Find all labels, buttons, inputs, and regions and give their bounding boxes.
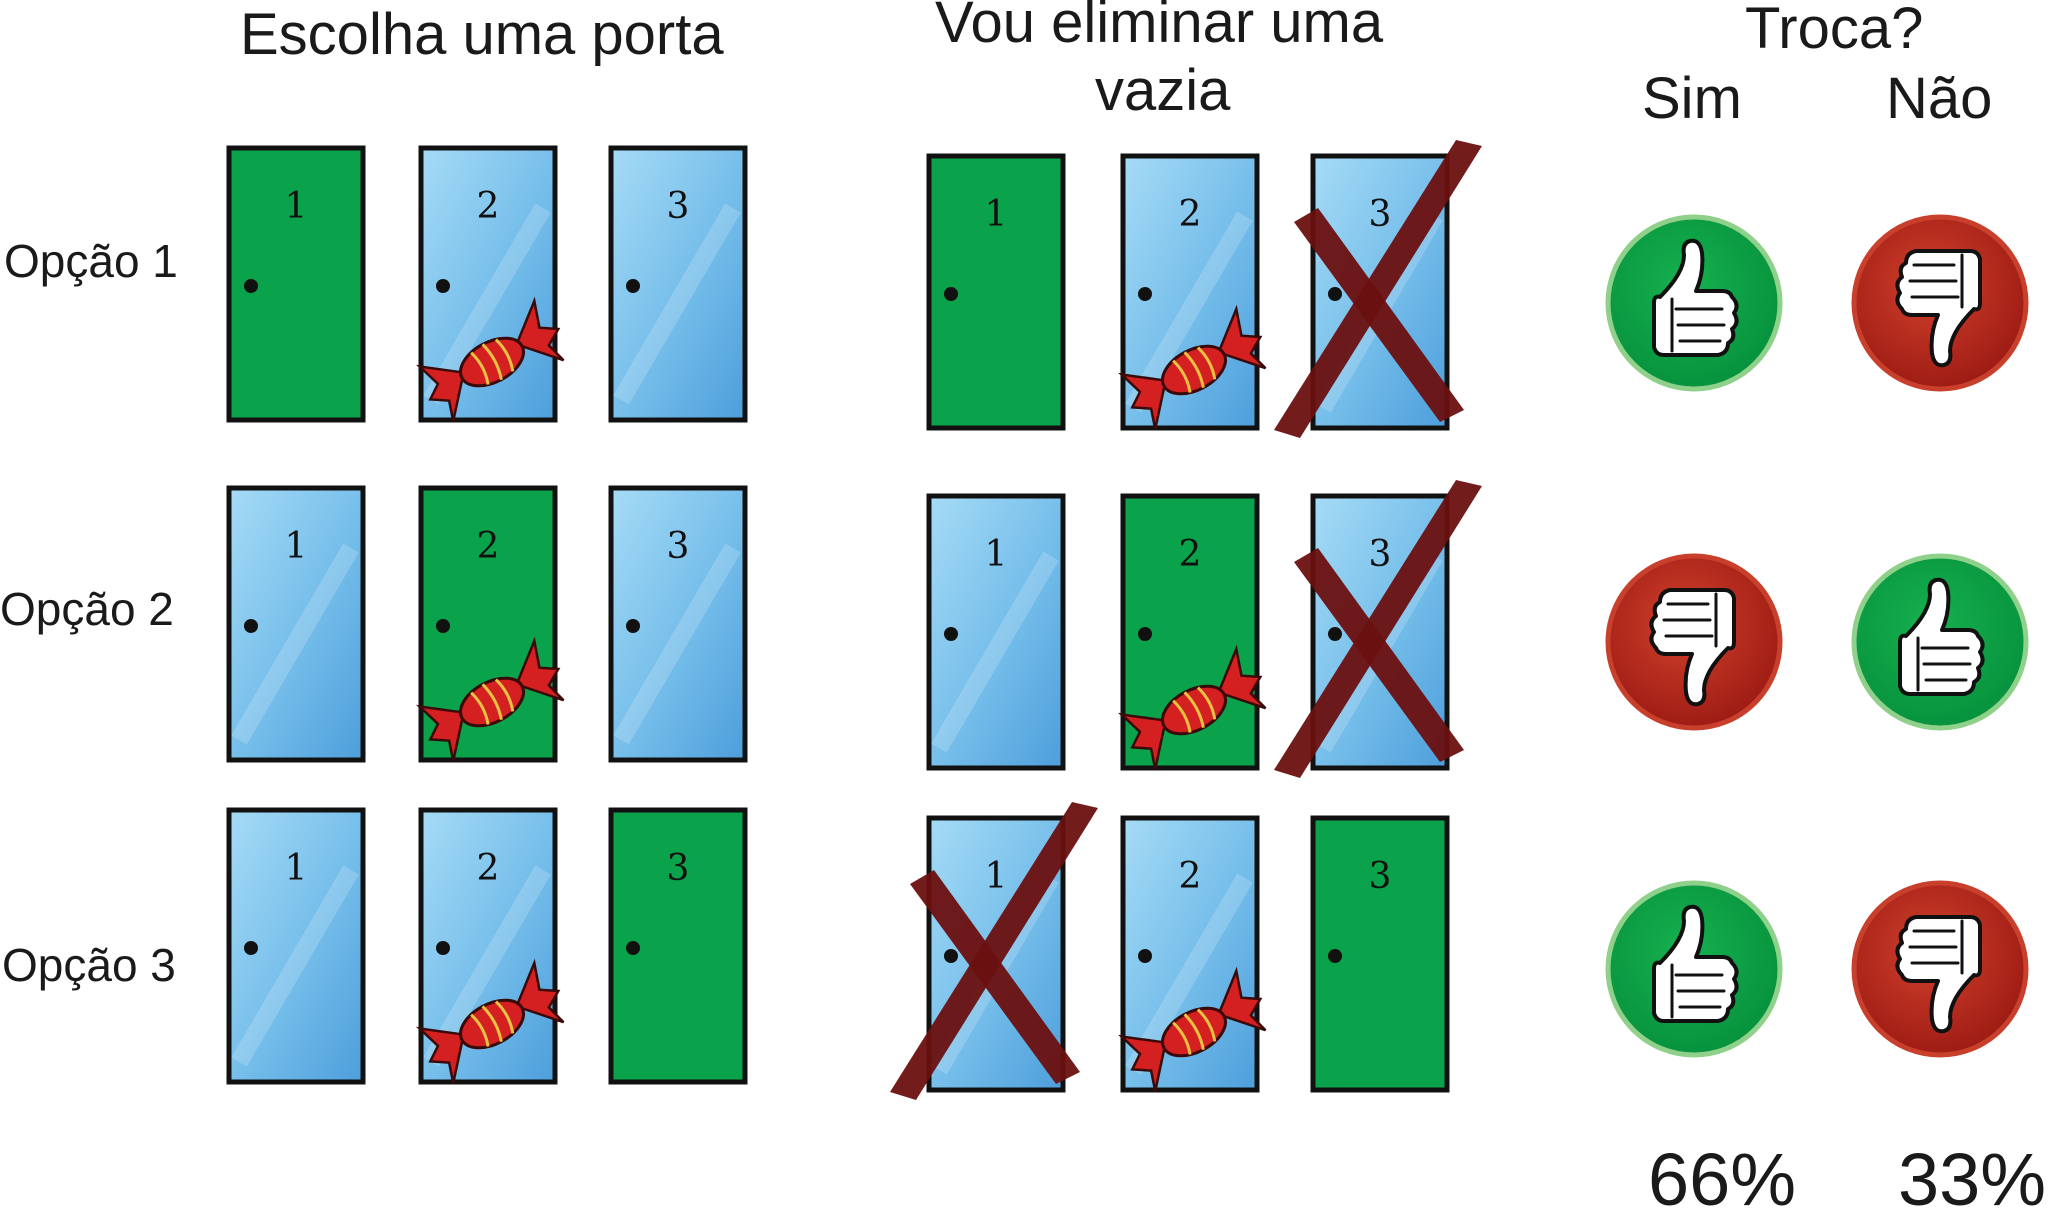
door-number: 1 (285, 848, 308, 889)
pick-door-option1-3: 3 (608, 145, 748, 423)
yes-verdict-option3 (1605, 880, 1783, 1058)
yes-percentage: 66% (1648, 1138, 1797, 1221)
door-number: 1 (985, 534, 1008, 575)
no-column-heading: Não (1886, 66, 1993, 131)
pick-door-option2-1: 1 (226, 485, 366, 763)
reveal-door-option2-3: 3 (1274, 480, 1482, 778)
door-number: 3 (667, 526, 690, 567)
door-knob (244, 619, 258, 633)
door-knob (1138, 627, 1152, 641)
pick-door-option2-3: 3 (608, 485, 748, 763)
pick-door-option1-2: 2 (415, 145, 565, 423)
candy-icon (415, 296, 565, 422)
door-knob (436, 279, 450, 293)
candy-icon (415, 958, 565, 1084)
pick-door-option1-1: 1 (226, 145, 366, 423)
door-knob (944, 627, 958, 641)
reveal-door-option1-1: 1 (926, 153, 1066, 431)
door-knob (436, 941, 450, 955)
row-label-option-1: Opção 1 (4, 235, 178, 287)
reveal-door-option3-2: 2 (1117, 815, 1267, 1093)
door-number: 1 (285, 186, 308, 227)
choose-door-heading: Escolha uma porta (240, 2, 724, 67)
door-number: 3 (1369, 534, 1392, 575)
yes-verdict-option2 (1605, 553, 1783, 731)
thumbs-up-icon (1898, 577, 1985, 696)
door-knob (1328, 627, 1342, 641)
switch-question-heading: Troca? (1745, 0, 1924, 61)
door-knob (626, 619, 640, 633)
door-knob (944, 287, 958, 301)
door-number: 1 (985, 194, 1008, 235)
door-knob (626, 279, 640, 293)
reveal-door-option1-2: 2 (1117, 153, 1267, 431)
candy-icon (415, 636, 565, 762)
door-number: 1 (285, 526, 308, 567)
door-knob (436, 619, 450, 633)
row-label-option-2: Opção 2 (0, 583, 174, 635)
pick-door-option2-2: 2 (415, 485, 565, 763)
door-number: 2 (477, 526, 500, 567)
row-label-option-3: Opção 3 (2, 939, 176, 991)
door-knob (1138, 287, 1152, 301)
door-number: 3 (1369, 856, 1392, 897)
door-number: 3 (667, 186, 690, 227)
pick-door-option3-1: 1 (226, 807, 366, 1085)
no-verdict-option3 (1851, 880, 2029, 1058)
door-number: 1 (985, 856, 1008, 897)
reveal-door-option2-1: 1 (926, 493, 1066, 771)
no-verdict-option1 (1851, 214, 2029, 392)
eliminate-heading-line2: vazia (1095, 58, 1231, 123)
yes-verdict-option1 (1605, 214, 1783, 392)
no-verdict-option2 (1851, 553, 2029, 731)
thumbs-up-icon (1652, 904, 1739, 1023)
pick-door-option3-2: 2 (415, 807, 565, 1085)
candy-icon (1117, 966, 1267, 1092)
door-number: 3 (1369, 194, 1392, 235)
door-number: 2 (1179, 856, 1202, 897)
eliminated-cross-icon (1274, 480, 1482, 778)
reveal-door-option3-1: 1 (890, 802, 1098, 1100)
thumbs-down-icon (1895, 249, 1982, 368)
candy-icon (1117, 644, 1267, 770)
door-number: 2 (1179, 194, 1202, 235)
door-knob (244, 941, 258, 955)
eliminated-cross-icon (1274, 140, 1482, 438)
eliminate-heading-line1: Vou eliminar uma (935, 0, 1384, 55)
door-number: 2 (477, 848, 500, 889)
pick-door-option3-3: 3 (608, 807, 748, 1085)
thumbs-down-icon (1649, 588, 1736, 707)
door-knob (1138, 949, 1152, 963)
door-number: 2 (477, 186, 500, 227)
reveal-door-option1-3: 3 (1274, 140, 1482, 438)
candy-icon (1117, 304, 1267, 430)
door-knob (626, 941, 640, 955)
door-knob (1328, 949, 1342, 963)
no-percentage: 33% (1898, 1138, 2047, 1221)
door-number: 2 (1179, 534, 1202, 575)
door-knob (244, 279, 258, 293)
door-knob (944, 949, 958, 963)
door-number: 3 (667, 848, 690, 889)
thumbs-down-icon (1895, 915, 1982, 1034)
thumbs-up-icon (1652, 238, 1739, 357)
door-knob (1328, 287, 1342, 301)
eliminated-cross-icon (890, 802, 1098, 1100)
reveal-door-option3-3: 3 (1310, 815, 1450, 1093)
reveal-door-option2-2: 2 (1117, 493, 1267, 771)
yes-column-heading: Sim (1642, 66, 1742, 131)
